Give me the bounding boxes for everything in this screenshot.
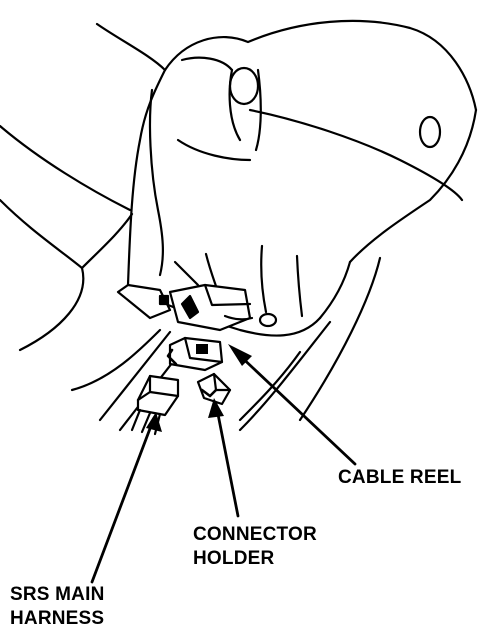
arrowheads xyxy=(146,344,252,432)
srs-connector-block xyxy=(166,336,224,372)
srs-main-harness-label: SRS MAIN HARNESS xyxy=(10,583,105,631)
srs-main-harness-line-2: HARNESS xyxy=(10,608,105,629)
dashboard-outline xyxy=(0,22,167,352)
cable-reel-text: CABLE REEL xyxy=(338,467,462,488)
cable-reel-connector xyxy=(116,283,254,332)
cable-reel-label: CABLE REEL xyxy=(338,466,461,490)
connector-holder-line-1: CONNECTOR xyxy=(193,524,317,545)
connector-holder-line-2: HOLDER xyxy=(193,548,275,569)
srs-main-harness-line-1: SRS MAIN xyxy=(10,584,105,605)
column-shroud xyxy=(126,19,478,337)
srs-main-harness-plug xyxy=(130,374,180,436)
connector-holder-clip xyxy=(196,372,232,406)
connector-holder-label: CONNECTOR HOLDER xyxy=(193,523,317,571)
leader-arrows xyxy=(90,350,357,584)
lower-column-cover xyxy=(70,244,382,432)
